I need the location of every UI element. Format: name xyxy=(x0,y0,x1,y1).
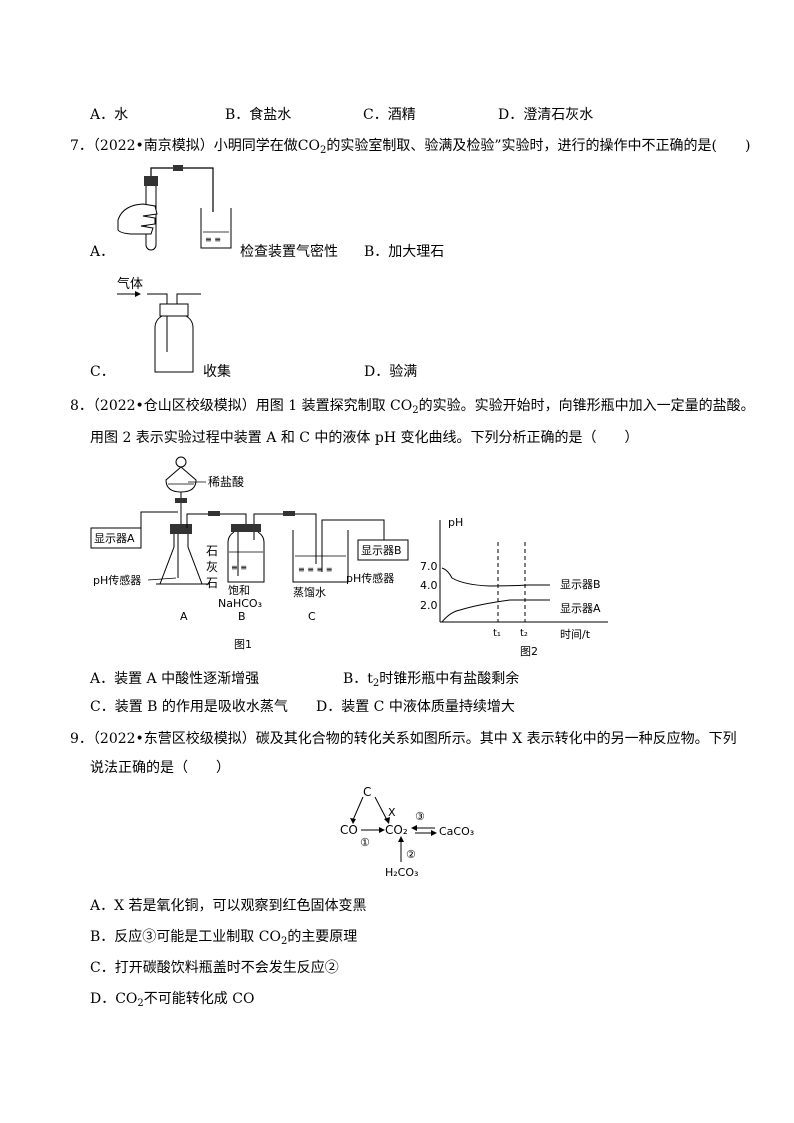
q6-option-c[interactable]: C．酒精 xyxy=(363,107,416,123)
stone-char-2: 灰 xyxy=(206,560,218,574)
q9-option-b[interactable]: B．反应③可能是工业制取 CO2的主要原理 xyxy=(90,926,357,947)
q8-option-b-sub: 2 xyxy=(372,678,380,689)
nahco3-label: NaHCO₃ xyxy=(218,597,262,610)
q8-stem-pre: 8．（2022•仓山区校级模拟）用图 1 装置探究制取 CO xyxy=(70,398,413,414)
q9-option-d-sub: 2 xyxy=(137,998,144,1009)
q7-option-b[interactable]: B．加大理石 xyxy=(364,244,445,260)
label-x: X xyxy=(388,806,396,819)
series-a-label: 显示器A xyxy=(560,602,601,615)
q8-option-b-post: 时锥形瓶中有盐酸剩余 xyxy=(379,671,520,687)
svg-text:≡ ≡: ≡ ≡ xyxy=(205,235,221,244)
reaction-3: ③ xyxy=(415,810,425,823)
gas-collection-bottle-figure xyxy=(117,291,201,373)
ph-axis-label: pH xyxy=(448,516,463,529)
q9-option-b-post: 的主要原理 xyxy=(287,929,358,945)
label-a: A xyxy=(180,610,188,623)
series-b-label: 显示器B xyxy=(560,578,601,591)
q7-option-a-letter[interactable]: A． xyxy=(90,244,115,260)
sensor-a-label: pH传感器 xyxy=(93,574,141,587)
q9-option-b-sub: 2 xyxy=(280,936,288,947)
figure-1-apparatus: 稀盐酸 显示器A 石 灰 石 pH传感器 A ≡ ≡ 饱和 NaHCO₃ B ≡… xyxy=(90,456,409,651)
q7-stem-sub: 2 xyxy=(319,145,327,156)
svg-text:≡ ≡: ≡ ≡ xyxy=(231,563,247,572)
stone-char-3: 石 xyxy=(206,576,218,590)
q7-stem-post: 的实验室制取、验满及检验”实验时，进行的操作中不正确的是( ) xyxy=(326,138,751,154)
q8-option-a[interactable]: A．装置 A 中酸性逐渐增强 xyxy=(90,671,260,687)
curve-display-a xyxy=(441,599,550,623)
q9-option-b-pre: B．反应③可能是工业制取 CO xyxy=(90,929,281,945)
t1-label: t₁ xyxy=(493,628,501,639)
q9-option-c[interactable]: C．打开碳酸饮料瓶盖时不会发生反应② xyxy=(90,960,339,976)
figure-2-ph-chart: pH 7.0 4.0 2.0 显示器B 显示器A t₁ t₂ 时间/t 图2 xyxy=(420,516,608,658)
reaction-1: ① xyxy=(360,836,370,849)
stone-char-1: 石 xyxy=(206,544,218,558)
label-b: B xyxy=(238,610,246,623)
q8-stem-line2: 用图 2 表示实验过程中装置 A 和 C 中的液体 pH 变化曲线。下列分析正确… xyxy=(90,430,639,446)
q8-option-b-pre: B．t xyxy=(343,671,373,687)
reaction-2: ② xyxy=(406,848,416,861)
ytick-7: 7.0 xyxy=(420,560,438,573)
carbon-conversion-diagram: C X CO ① CO₂ ③ CaCO₃ ② H₂CO₃ xyxy=(340,785,474,879)
saturated-label: 饱和 xyxy=(228,583,250,597)
acid-label: 稀盐酸 xyxy=(208,474,244,489)
q8-stem-line1: 8．（2022•仓山区校级模拟）用图 1 装置探究制取 CO2的实验。实验开始时… xyxy=(70,395,755,416)
water-label: 蒸馏水 xyxy=(293,585,326,599)
q7-option-c-text: 收集 xyxy=(203,364,231,380)
node-co: CO xyxy=(340,823,358,837)
q6-option-a[interactable]: A．水 xyxy=(90,107,129,123)
q8-option-b[interactable]: B．t2时锥形瓶中有盐酸剩余 xyxy=(343,668,519,689)
q9-stem-line1: 9．（2022•东营区校级模拟）碳及其化合物的转化关系如图所示。其中 X 表示转… xyxy=(70,731,737,747)
gas-label: 气体 xyxy=(117,277,144,292)
q8-option-d[interactable]: D．装置 C 中液体质量持续增大 xyxy=(316,699,515,715)
q9-option-d[interactable]: D．CO2不可能转化成 CO xyxy=(90,988,254,1009)
node-co2: CO₂ xyxy=(385,823,408,837)
q7-stem: 7．（2022•南京模拟）小明同学在做CO2的实验室制取、验满及检验”实验时，进… xyxy=(70,135,750,156)
q7-option-c-letter[interactable]: C． xyxy=(90,364,115,380)
sensor-c-label: pH传感器 xyxy=(346,572,394,585)
display-b-label: 显示器B xyxy=(361,544,402,557)
node-caco3: CaCO₃ xyxy=(439,825,474,838)
q6-option-d[interactable]: D．澄清石灰水 xyxy=(498,107,594,123)
figure-1-caption: 图1 xyxy=(234,638,252,651)
label-c: C xyxy=(308,610,316,623)
q9-option-a[interactable]: A．X 若是氧化铜，可以观察到红色固体变黑 xyxy=(90,898,367,914)
svg-text:≡ ≡ ≡ ≡: ≡ ≡ ≡ ≡ xyxy=(298,565,332,574)
curve-display-b xyxy=(441,567,550,587)
figure-2-caption: 图2 xyxy=(520,645,538,658)
q9-option-d-pre: D．CO xyxy=(90,991,138,1007)
node-h2co3: H₂CO₃ xyxy=(385,866,418,879)
q9-stem-line2: 说法正确的是（ ） xyxy=(90,760,230,776)
q7-option-d[interactable]: D．验满 xyxy=(364,364,418,380)
q8-stem-post: 的实验。实验开始时，向锥形瓶中加入一定量的盐酸。 xyxy=(418,398,755,414)
t2-label: t₂ xyxy=(520,628,528,639)
q7-stem-pre: 7．（2022•南京模拟）小明同学在做CO xyxy=(70,138,320,154)
ytick-2: 2.0 xyxy=(420,599,438,612)
display-a-label: 显示器A xyxy=(94,532,135,545)
ytick-4: 4.0 xyxy=(420,579,438,592)
q8-stem-sub: 2 xyxy=(412,405,419,416)
q9-option-d-post: 不可能转化成 CO xyxy=(143,991,255,1007)
airtightness-figure: ≡ ≡ xyxy=(117,165,232,251)
q8-option-c[interactable]: C．装置 B 的作用是吸收水蒸气 xyxy=(90,699,288,715)
node-c: C xyxy=(363,785,371,799)
q7-option-a-text: 检查装置气密性 xyxy=(240,244,338,260)
q6-option-b[interactable]: B．食盐水 xyxy=(225,107,292,123)
time-axis-label: 时间/t xyxy=(560,628,591,641)
